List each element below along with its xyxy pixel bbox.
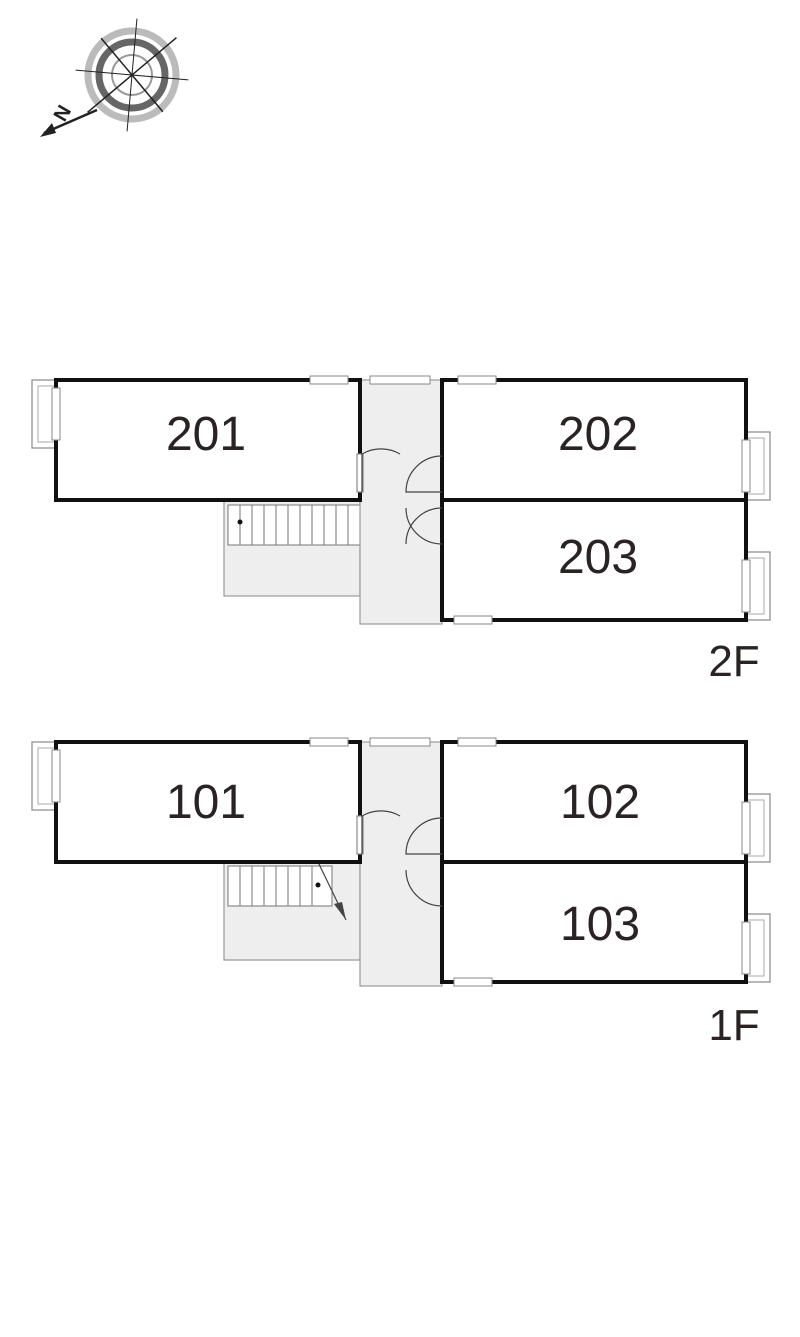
unit-number-202: 202: [558, 408, 638, 461]
stair-treads: [227, 504, 361, 546]
floor-label-1f: 1F: [708, 1001, 759, 1050]
floor-label-2f: 2F: [708, 637, 759, 686]
floor-1f: 101 102 103 1F: [31, 737, 771, 1050]
unit-number-203: 203: [558, 531, 638, 584]
unit-203: [440, 498, 748, 622]
common-corridor: [359, 379, 443, 625]
unit-number-101: 101: [166, 776, 246, 829]
window-marks: [51, 737, 751, 987]
floor-2f: 201 202 203 2F: [31, 375, 771, 686]
unit-number-201: 201: [166, 408, 246, 461]
unit-103: [440, 860, 748, 984]
unit-number-103: 103: [560, 898, 640, 951]
unit-number-102: 102: [560, 776, 640, 829]
stair-treads: [227, 865, 333, 907]
unit-201: [54, 378, 362, 502]
door-swings: [356, 448, 443, 545]
door-swings: [356, 810, 443, 907]
compass-icon: N: [40, 18, 189, 137]
unit-202: [440, 378, 748, 502]
common-corridor: [359, 741, 443, 987]
window-marks: [51, 375, 751, 625]
